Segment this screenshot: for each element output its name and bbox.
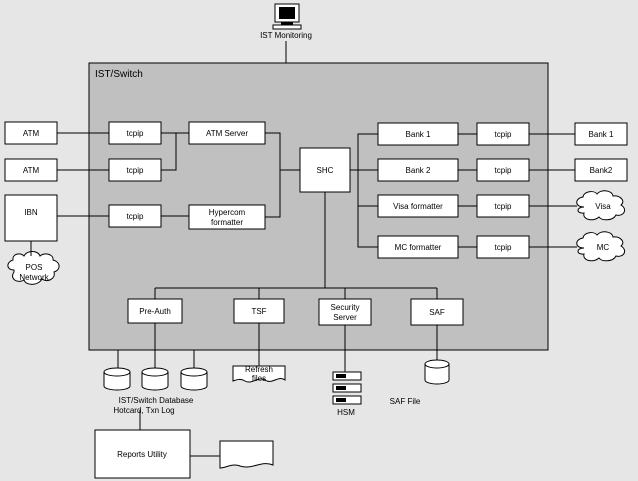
visa-cloud	[576, 190, 626, 221]
reports-utility-box	[94, 429, 191, 479]
hypercom-formatter-box	[188, 204, 266, 230]
atm-label-2: ATM	[23, 166, 40, 175]
pos-network-label-line-2: Network	[19, 273, 49, 282]
monitor-icon	[272, 3, 302, 30]
mc-formatter-label: MC formatter	[395, 243, 442, 252]
hypercom-label-line-2: formatter	[211, 218, 243, 227]
saf-file-icon	[424, 359, 450, 385]
tcpip-label-ibn: tcpip	[127, 212, 144, 221]
database-label-line-2: Hotcard, Txn Log	[113, 406, 174, 415]
mc-label: MC	[597, 243, 610, 252]
database-icon-3	[180, 367, 208, 391]
ext-bank1-label: Bank 1	[589, 130, 614, 139]
pre-auth-box	[127, 298, 183, 324]
pos-network-cloud	[7, 251, 60, 285]
connector-lines	[57, 132, 577, 457]
ibn-box	[4, 194, 58, 242]
ibn-label: IBN	[24, 208, 38, 217]
ext-bank2-label: Bank2	[590, 166, 613, 175]
security-server-label-line-1: Security	[331, 303, 360, 312]
pos-network-label-line-1: POS	[26, 263, 43, 272]
tcpip-label-bank1: tcpip	[495, 130, 512, 139]
bank2-label: Bank 2	[406, 166, 431, 175]
shc-label: SHC	[317, 166, 334, 175]
hsm-label: HSM	[337, 408, 355, 417]
tcpip-label-atm-1: tcpip	[127, 129, 144, 138]
visa-formatter-label: Visa formatter	[393, 202, 443, 211]
tsf-label: TSF	[251, 307, 266, 316]
security-server-box	[318, 298, 372, 326]
tsf-box	[233, 298, 285, 324]
bank1-label: Bank 1	[406, 130, 431, 139]
monitor-label: IST Monitoring	[260, 31, 312, 40]
visa-label: Visa	[595, 202, 611, 211]
reports-utility-label: Reports Utility	[117, 450, 167, 459]
database-label-line-1: IST/Switch Database	[119, 396, 194, 405]
hypercom-label-line-1: Hypercom	[209, 208, 246, 217]
atm-label-1: ATM	[23, 129, 40, 138]
saf-label: SAF	[429, 308, 445, 317]
refresh-files-label-line-2: files	[252, 374, 266, 383]
saf-file-label: SAF File	[390, 397, 421, 406]
database-icon-1	[103, 367, 131, 391]
tcpip-label-atm-2: tcpip	[127, 166, 144, 175]
tcpip-label-bank2: tcpip	[495, 166, 512, 175]
printout-icon	[219, 440, 274, 469]
refresh-files-label-line-1: Refresh	[245, 365, 273, 374]
pre-auth-label: Pre-Auth	[139, 307, 171, 316]
refresh-files-icon	[232, 365, 286, 383]
mc-cloud	[576, 231, 626, 262]
tcpip-label-visa: tcpip	[495, 202, 512, 211]
database-icon-2	[141, 367, 169, 391]
switch-title: IST/Switch	[95, 69, 143, 80]
atm-server-label: ATM Server	[206, 129, 248, 138]
tcpip-label-mc: tcpip	[495, 243, 512, 252]
security-server-label-line-2: Server	[333, 313, 357, 322]
hsm-icon	[332, 371, 362, 405]
saf-box	[410, 298, 464, 326]
